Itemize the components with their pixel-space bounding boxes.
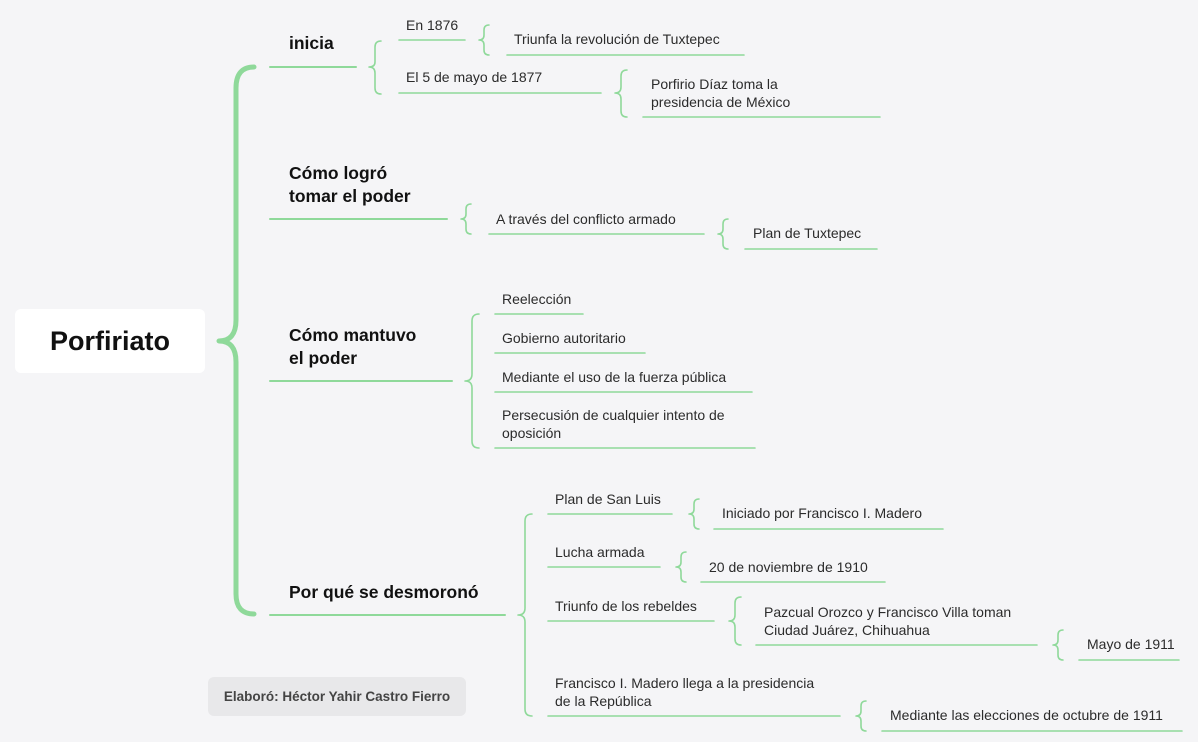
node-iniciado-madero[interactable]: Iniciado por Francisco I. Madero	[722, 505, 922, 521]
brace-conflicto	[717, 218, 729, 250]
brace-lucha	[675, 551, 687, 583]
node-5-mayo-1877[interactable]: El 5 de mayo de 1877	[406, 69, 543, 85]
branch-por-que-desmorono[interactable]: Por qué se desmoronó	[289, 582, 479, 602]
node-gobierno-autoritario[interactable]: Gobierno autoritario	[502, 330, 626, 346]
node-elecciones-octubre[interactable]: Mediante las elecciones de octubre de 19…	[890, 707, 1163, 723]
node-lucha-armada[interactable]: Lucha armada	[555, 544, 645, 560]
node-porfirio-toma[interactable]: Porfirio Díaz toma la presidencia de Méx…	[651, 76, 791, 110]
node-triunfo-rebeldes[interactable]: Triunfo de los rebeldes	[555, 598, 697, 614]
node-mayo-1911[interactable]: Mayo de 1911	[1087, 636, 1175, 652]
root-topic[interactable]: Porfiriato	[15, 309, 205, 373]
node-20-noviembre[interactable]: 20 de noviembre de 1910	[709, 559, 868, 575]
brace-logro	[460, 203, 472, 235]
node-triunfa-revolucion[interactable]: Triunfa la revolución de Tuxtepec	[514, 31, 720, 47]
node-en-1876[interactable]: En 1876	[406, 17, 459, 33]
node-plan-san-luis[interactable]: Plan de San Luis	[555, 491, 661, 507]
branch-como-mantuvo[interactable]: Cómo mantuvo el poder	[289, 325, 417, 368]
node-persecusion[interactable]: Persecusión de cualquier intento de opos…	[502, 407, 725, 441]
brace-desmorono	[517, 513, 533, 717]
node-orozco-villa[interactable]: Pazcual Orozco y Francisco Villa toman C…	[764, 604, 1012, 638]
brace-en-1876	[478, 24, 490, 56]
node-plan-tuxtepec[interactable]: Plan de Tuxtepec	[753, 225, 862, 241]
brace-plan-san-luis	[688, 498, 700, 530]
node-fuerza-publica[interactable]: Mediante el uso de la fuerza pública	[502, 369, 727, 385]
brace-orozco	[1052, 629, 1064, 661]
brace-mantuvo	[464, 313, 480, 449]
node-conflicto-armado[interactable]: A través del conflicto armado	[496, 211, 676, 227]
root-brace	[216, 64, 257, 617]
brace-5-mayo	[614, 69, 628, 118]
branch-inicia[interactable]: inicia	[289, 33, 334, 53]
brace-triunfo	[728, 596, 742, 646]
branch-como-logro[interactable]: Cómo logró tomar el poder	[289, 163, 411, 206]
credit-label: Elaboró: Héctor Yahir Castro Fierro	[208, 677, 466, 716]
brace-inicia	[368, 40, 382, 95]
brace-madero-llega	[855, 700, 867, 732]
node-madero-presidencia[interactable]: Francisco I. Madero llega a la presidenc…	[555, 675, 815, 709]
node-reeleccion[interactable]: Reelección	[502, 291, 572, 307]
